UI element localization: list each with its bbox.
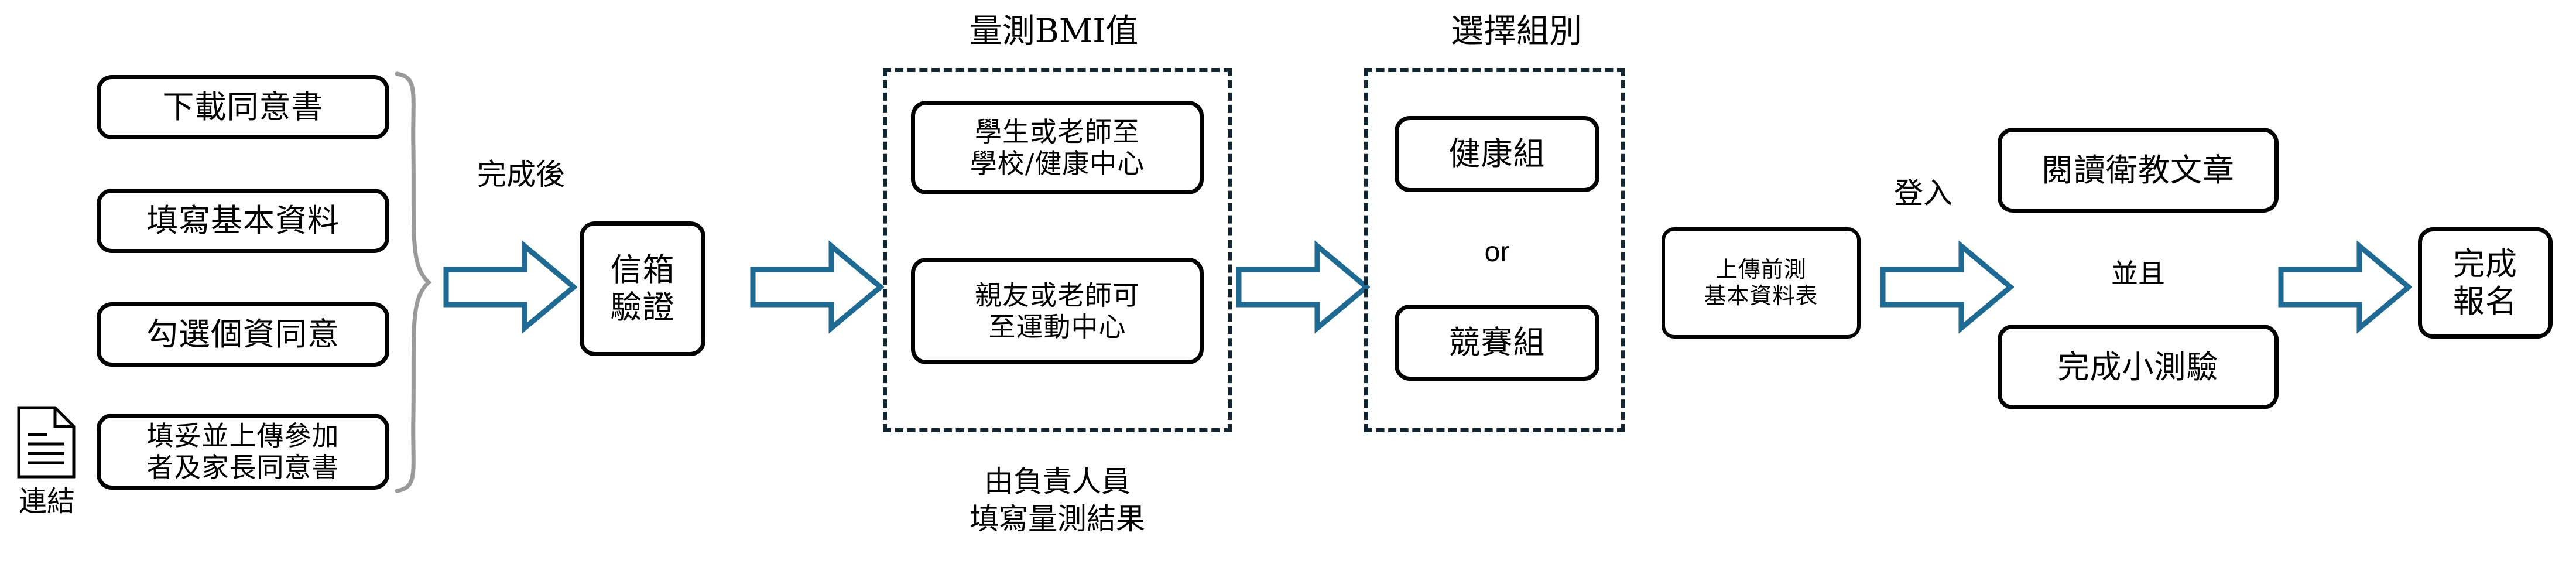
bmi-group-frame — [883, 68, 1232, 432]
step-download-consent[interactable]: 下載同意書 — [97, 75, 389, 139]
arrow-to-finish — [2277, 240, 2412, 334]
login-label: 登入 — [1894, 176, 1952, 210]
measure-caption: 由負責人員 填寫量測結果 — [970, 464, 1145, 536]
grouping-brace — [392, 71, 433, 493]
step-check-privacy[interactable]: 勾選個資同意 — [97, 302, 389, 367]
and-also-label: 並且 — [2111, 258, 2165, 289]
step-upload-consent[interactable]: 填妥並上傳參加 者及家長同意書 — [97, 414, 389, 490]
link-label: 連結 — [18, 485, 75, 518]
arrow-to-email-verification — [443, 240, 577, 334]
title-measure-bmi: 量測BMI值 — [969, 12, 1139, 50]
box-finish-registration[interactable]: 完成 報名 — [2418, 227, 2553, 339]
box-student-teacher-school[interactable]: 學生或老師至 學校/健康中心 — [911, 101, 1204, 194]
box-complete-quiz[interactable]: 完成小測驗 — [1998, 325, 2279, 409]
arrow-to-group-section — [1235, 240, 1370, 334]
title-select-group: 選擇組別 — [1451, 12, 1582, 50]
group-selection-frame — [1364, 68, 1625, 432]
box-upload-pretest-form[interactable]: 上傳前測 基本資料表 — [1662, 227, 1861, 339]
step-fill-basic-info[interactable]: 填寫基本資料 — [97, 189, 389, 253]
document-icon[interactable] — [14, 404, 78, 480]
arrow-to-bmi-section — [749, 240, 884, 334]
box-contest-group[interactable]: 競賽組 — [1395, 305, 1599, 381]
or-label: or — [1484, 237, 1510, 268]
after-complete-label: 完成後 — [477, 158, 565, 192]
box-health-group[interactable]: 健康組 — [1395, 116, 1599, 192]
arrow-to-education-section — [1879, 240, 2014, 334]
box-email-verification[interactable]: 信箱 驗證 — [580, 221, 705, 356]
box-friend-teacher-gym[interactable]: 親友或老師可 至運動中心 — [911, 258, 1204, 364]
box-read-health-article[interactable]: 閱讀衛教文章 — [1998, 128, 2279, 213]
